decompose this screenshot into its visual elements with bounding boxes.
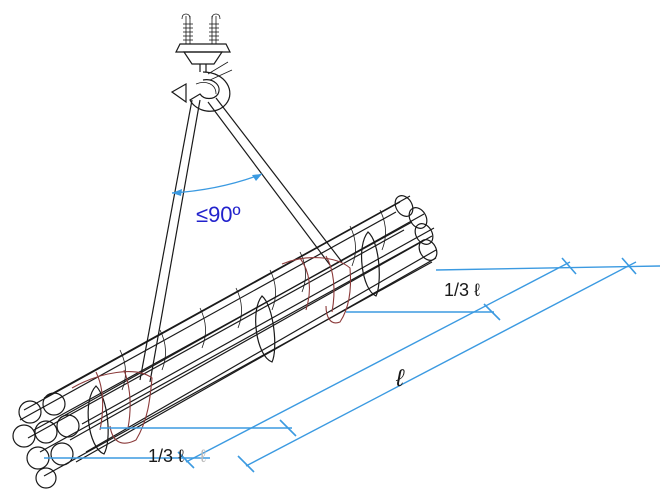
sling-legs — [139, 97, 343, 383]
third-length-left-ghost-label: ℓ — [200, 446, 206, 466]
length-label: ℓ — [395, 365, 405, 392]
sling-wraps — [71, 255, 352, 444]
third-length-left-label: 1/3 ℓ — [148, 446, 184, 466]
third-length-right-label: 1/3 ℓ — [444, 280, 480, 300]
angle-label: ≤90º — [196, 202, 241, 227]
angle-indicator — [171, 173, 263, 196]
rod-bundle — [12, 195, 438, 489]
crane-hook-icon — [170, 13, 233, 112]
dimension-lines — [44, 257, 661, 473]
